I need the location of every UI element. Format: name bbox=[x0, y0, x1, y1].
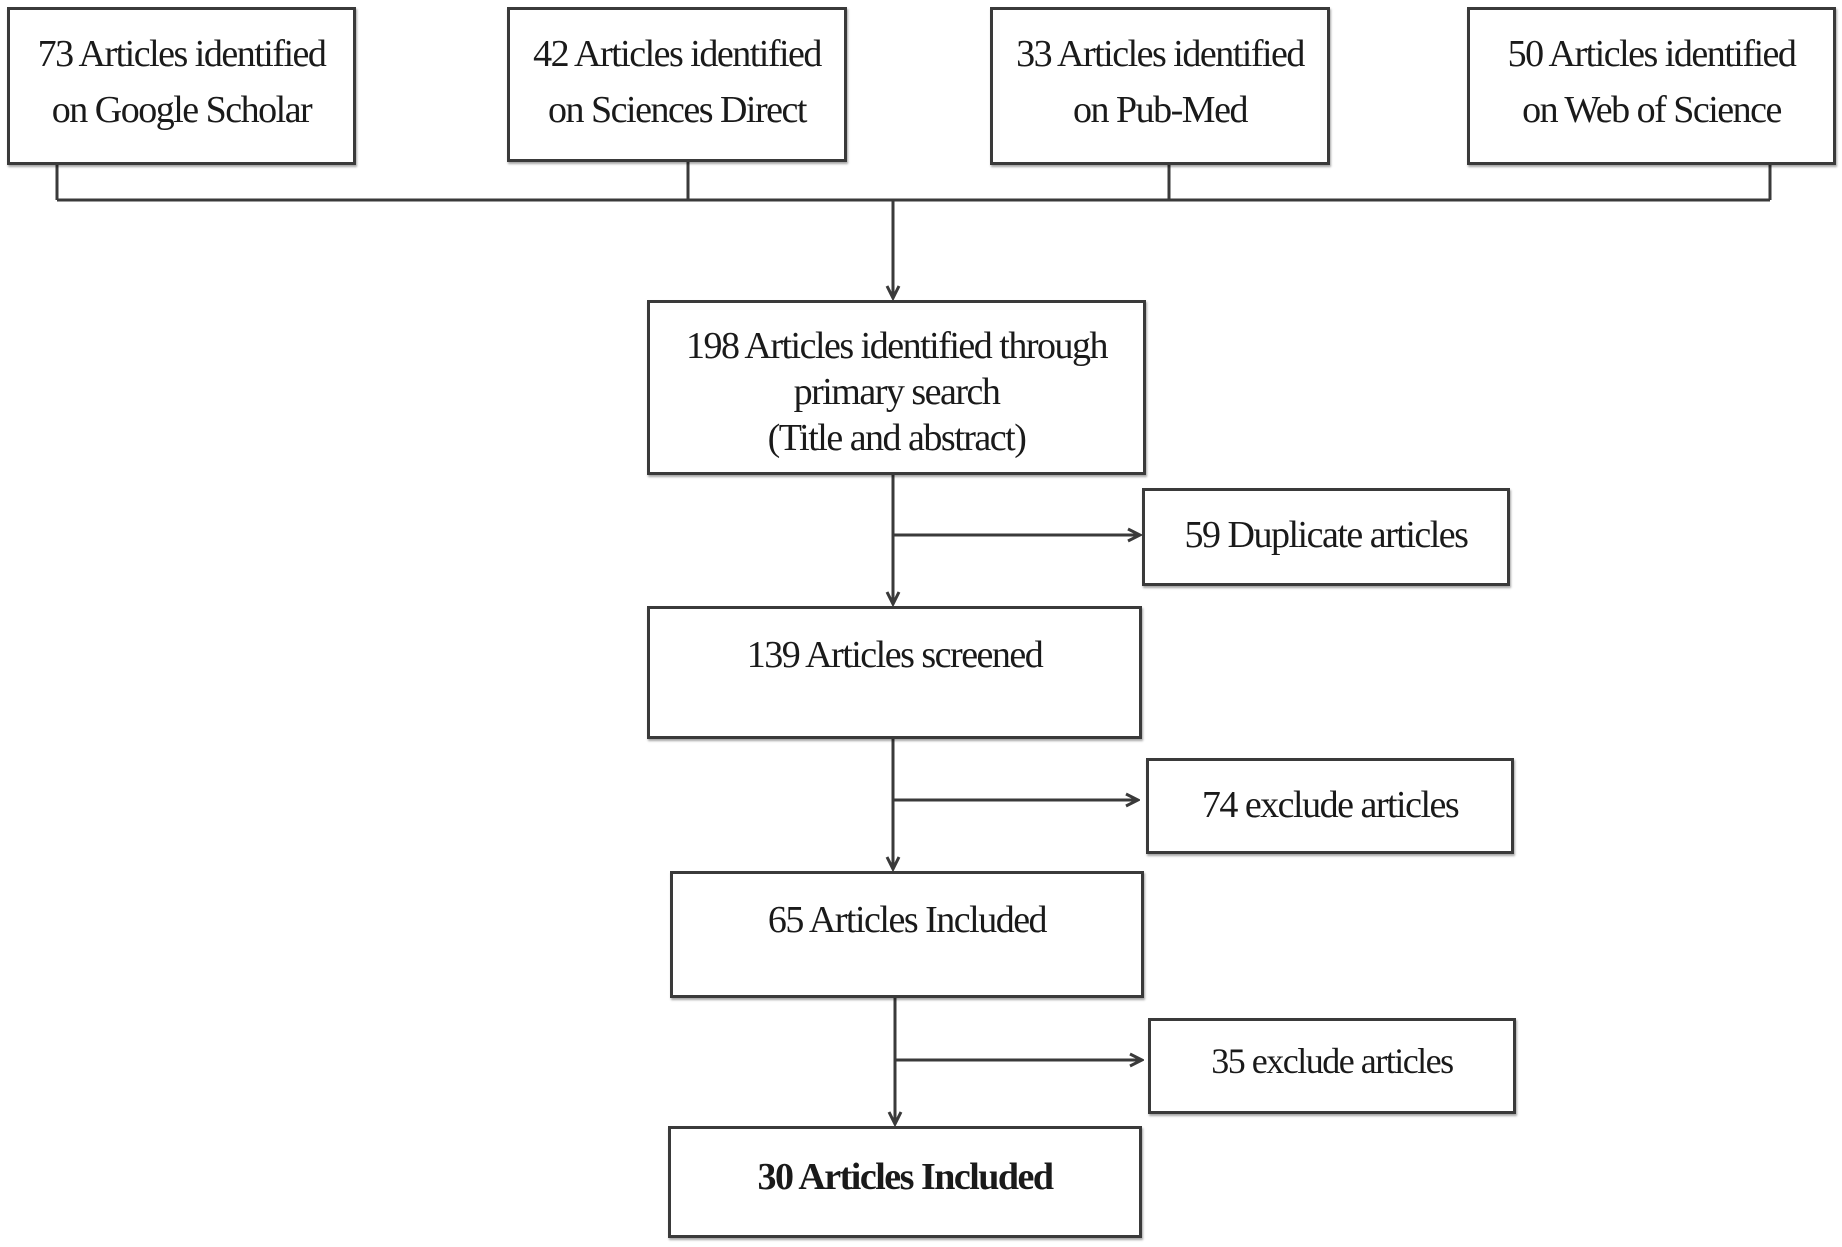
source-box-sciences-direct: 42 Articles identified on Sciences Direc… bbox=[507, 7, 847, 162]
exclude-box-1: 74 exclude articles bbox=[1146, 758, 1514, 854]
included-final-box: 30 Articles Included bbox=[668, 1126, 1142, 1238]
exclude-1-label: 74 exclude articles bbox=[1201, 784, 1460, 826]
source-box-line-1: 50 Articles identified bbox=[1507, 33, 1797, 75]
source-box-line-2: on Sciences Direct bbox=[548, 89, 807, 131]
primary-search-box: 198 Articles identified through primary … bbox=[647, 300, 1146, 475]
source-box-web-of-science: 50 Articles identified on Web of Science bbox=[1467, 7, 1836, 165]
exclude-box-2: 35 exclude articles bbox=[1148, 1018, 1516, 1114]
source-box-line-2: on Google Scholar bbox=[51, 89, 313, 131]
screened-box: 139 Articles screened bbox=[647, 606, 1142, 739]
primary-search-line-1: 198 Articles identified through bbox=[685, 325, 1109, 367]
source-box-line-1: 42 Articles identified bbox=[533, 33, 822, 75]
duplicates-box: 59 Duplicate articles bbox=[1142, 488, 1510, 586]
duplicates-label: 59 Duplicate articles bbox=[1184, 514, 1469, 556]
source-box-line-1: 33 Articles identified bbox=[1016, 33, 1305, 75]
screened-label: 139 Articles screened bbox=[746, 634, 1044, 676]
source-box-line-1: 73 Articles identified bbox=[37, 33, 327, 75]
source-box-pub-med: 33 Articles identified on Pub-Med bbox=[990, 7, 1330, 165]
source-box-google-scholar: 73 Articles identified on Google Scholar bbox=[7, 7, 356, 165]
included-1-label: 65 Articles Included bbox=[767, 899, 1048, 941]
included-box-1: 65 Articles Included bbox=[670, 871, 1144, 998]
primary-search-line-2: primary search bbox=[793, 371, 1001, 413]
included-final-label: 30 Articles Included bbox=[757, 1156, 1054, 1198]
source-box-line-2: on Web of Science bbox=[1522, 89, 1782, 131]
exclude-2-label: 35 exclude articles bbox=[1211, 1041, 1454, 1081]
source-box-line-2: on Pub-Med bbox=[1073, 89, 1248, 131]
primary-search-line-3: (Title and abstract) bbox=[767, 417, 1027, 459]
